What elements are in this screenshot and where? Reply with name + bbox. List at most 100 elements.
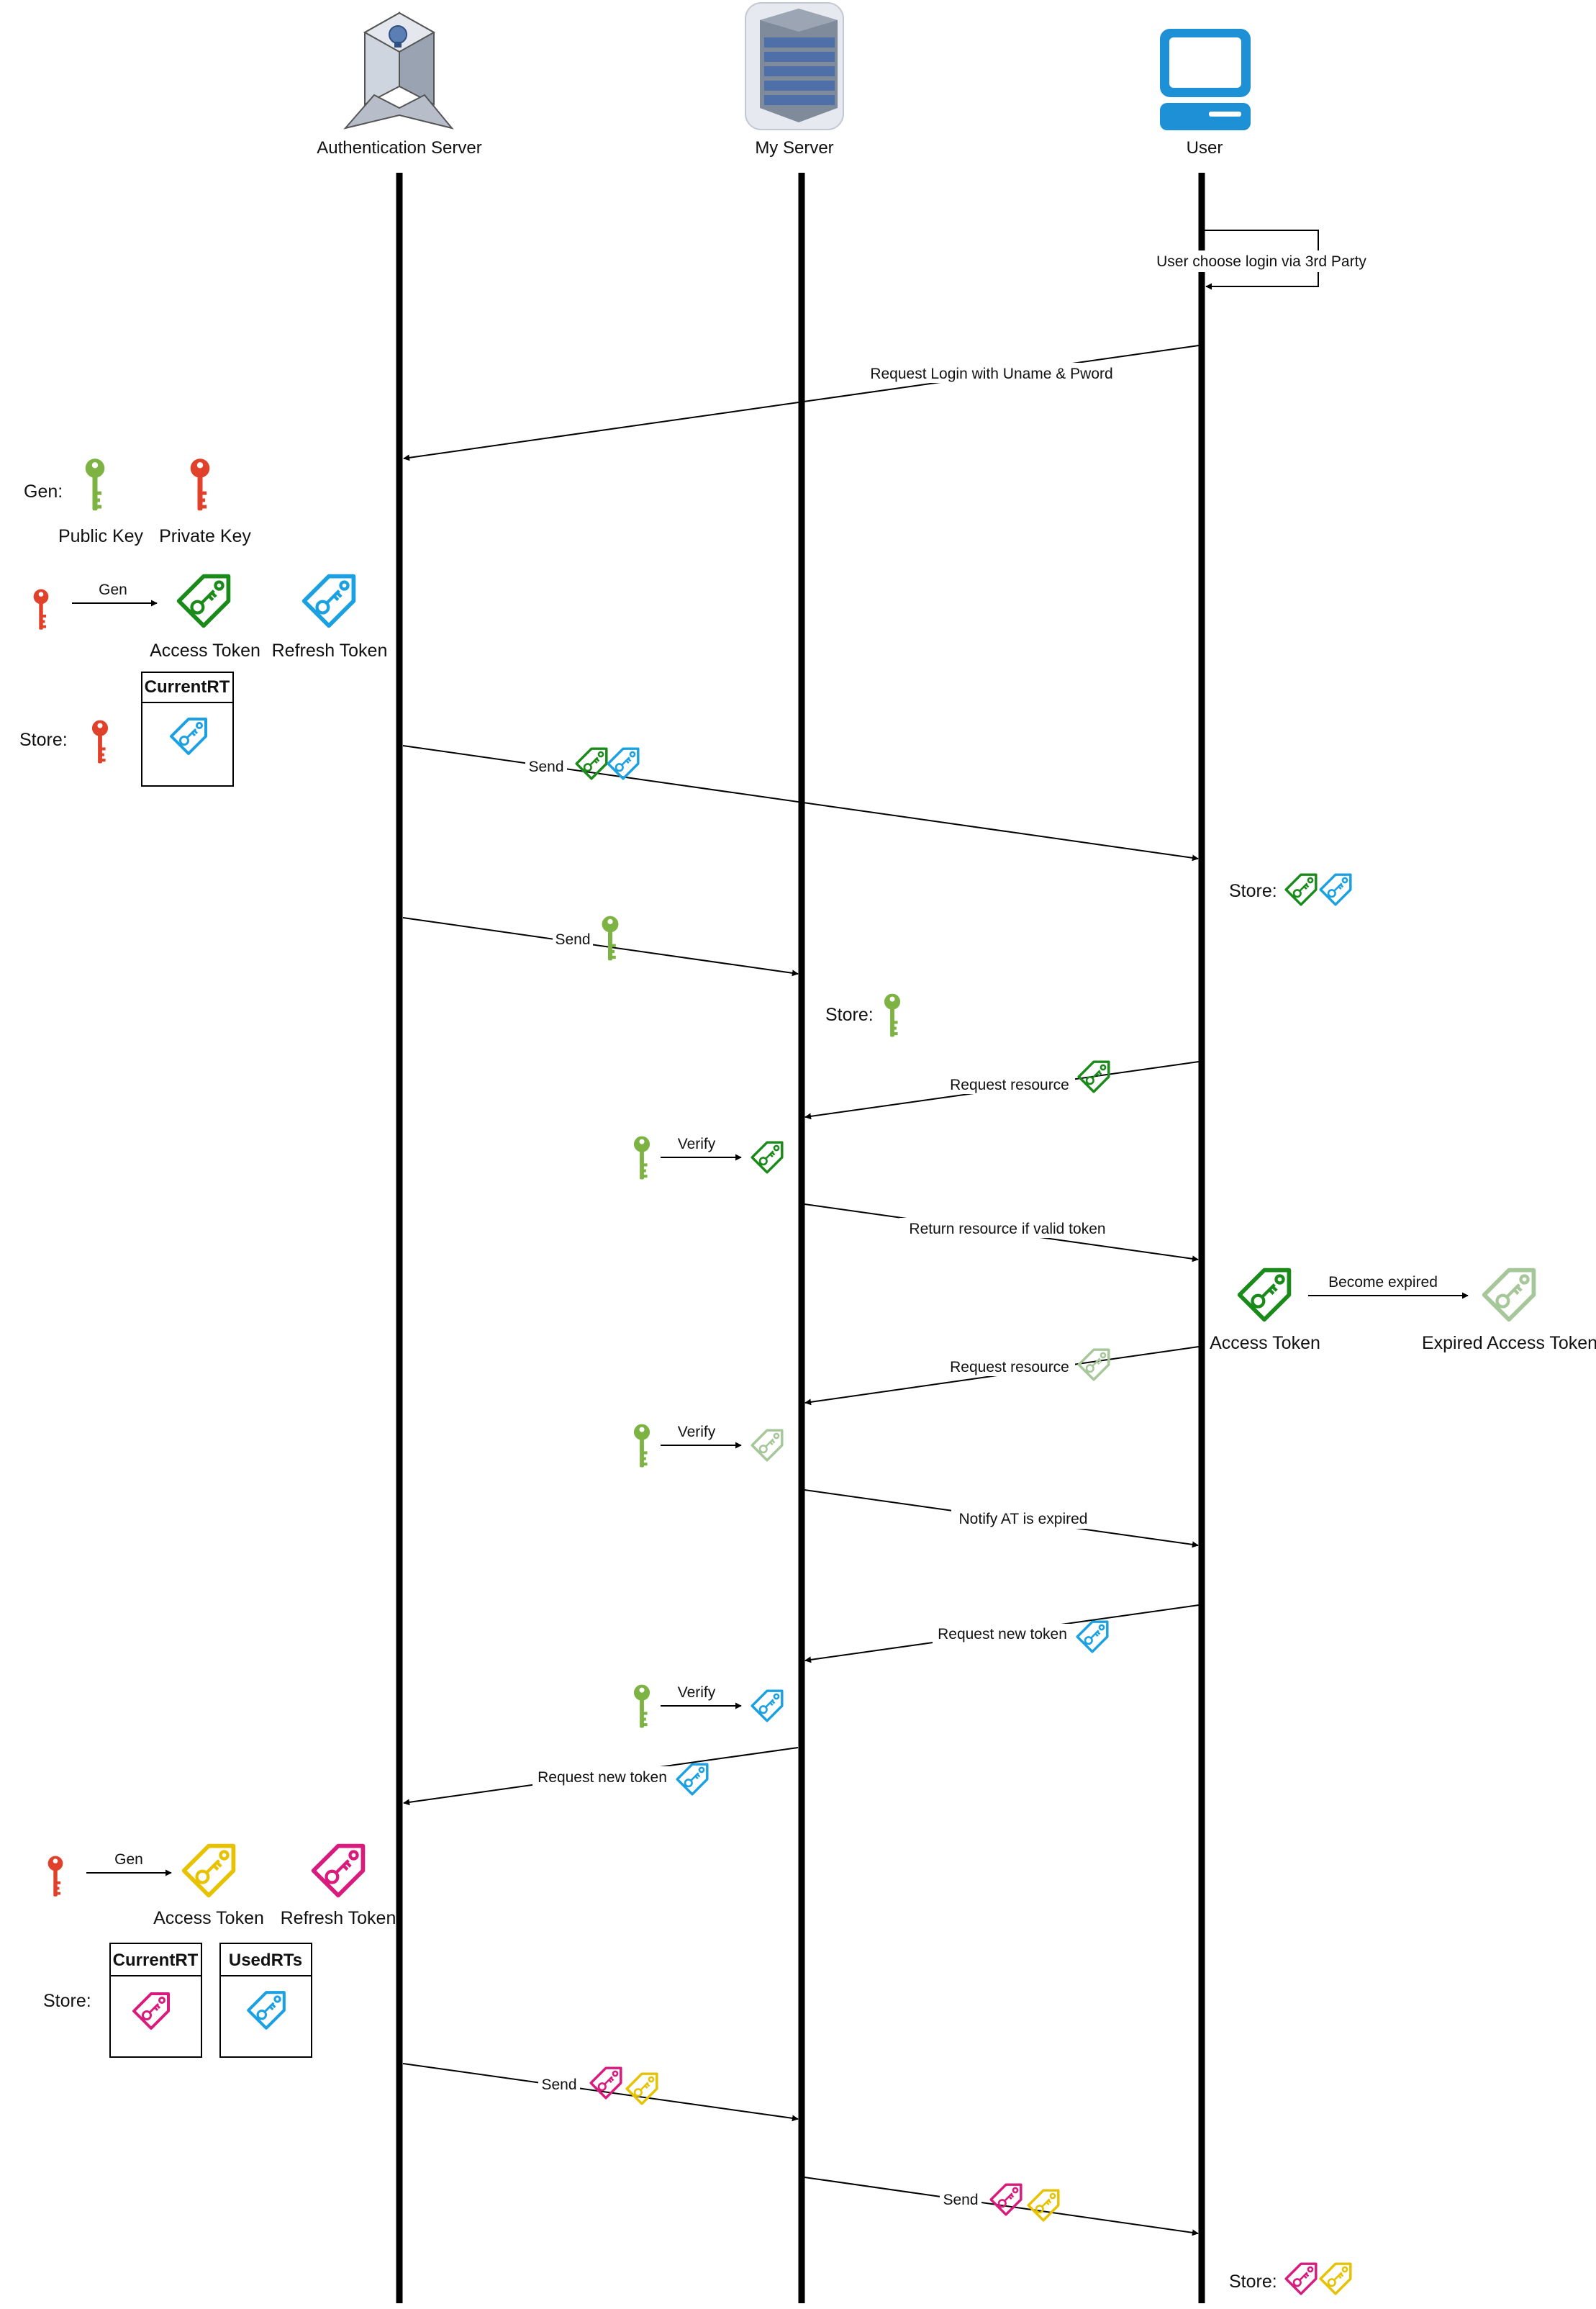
access-token-icon bbox=[1077, 1060, 1110, 1093]
user-store-note-2: Store: bbox=[1229, 2262, 1352, 2295]
current-rt-box: CurrentRT bbox=[141, 672, 234, 787]
auth-store-note-2: Store: CurrentRT UsedRTs bbox=[43, 1943, 312, 2058]
auth-gen-tokens-note-2: Gen Access Token Refresh Token bbox=[47, 1846, 396, 1928]
authentication-server-icon bbox=[343, 12, 454, 130]
message-request-login-label: Request Login with Uname & Pword bbox=[870, 366, 1112, 382]
used-rts-title: UsedRTs bbox=[229, 1951, 302, 1970]
message-request-new-token-user-label: Request new token bbox=[938, 1626, 1067, 1642]
user-expiry-note: Become expired Access Token Expired Acce… bbox=[1210, 1270, 1596, 1353]
message-request-resource-2: Request resource bbox=[804, 1346, 1200, 1406]
new-refresh-token-icon bbox=[989, 2183, 1023, 2216]
message-return-resource-label: Return resource if valid token bbox=[909, 1221, 1105, 1237]
gen-label: Gen: bbox=[24, 482, 63, 502]
user-store-note-1: Store: bbox=[1229, 873, 1352, 906]
verify-label-1: Verify bbox=[678, 1136, 716, 1152]
access-token-icon bbox=[179, 577, 229, 626]
message-send-tokens-2: Send bbox=[402, 2063, 799, 2122]
refresh-token-label-2: Refresh Token bbox=[281, 1908, 396, 1928]
message-request-login: Request Login with Uname & Pword bbox=[403, 345, 1200, 461]
current-rt-title: CurrentRT bbox=[145, 677, 230, 697]
server-store-label: Store: bbox=[825, 1005, 874, 1025]
message-request-resource-1-label: Request resource bbox=[950, 1077, 1069, 1093]
private-key-icon bbox=[91, 720, 109, 764]
public-key-icon bbox=[633, 1684, 650, 1728]
verify-label-3: Verify bbox=[678, 1684, 716, 1701]
participant-user-label: User bbox=[1187, 138, 1223, 158]
message-notify-expired: Notify AT is expired bbox=[804, 1489, 1199, 1548]
private-key-icon bbox=[190, 458, 210, 511]
refresh-token-icon bbox=[304, 577, 354, 626]
message-return-resource: Return resource if valid token bbox=[804, 1203, 1199, 1262]
auth-store-note: Store: CurrentRT bbox=[19, 672, 234, 787]
message-send-tokens-1-label: Send bbox=[528, 759, 563, 775]
my-server-header: My Server bbox=[745, 2, 844, 158]
server-rack-icon bbox=[745, 2, 844, 130]
expired-access-token-label: Expired Access Token bbox=[1422, 1333, 1596, 1353]
participant-server-label: My Server bbox=[755, 138, 833, 158]
user-header: User bbox=[1160, 29, 1251, 158]
expired-token-icon bbox=[1077, 1348, 1110, 1381]
server-store-note: Store: bbox=[825, 993, 901, 1037]
message-send-tokens-3: Send bbox=[804, 2177, 1199, 2236]
message-send-tokens-2-label: Send bbox=[541, 2077, 576, 2093]
message-request-resource-1: Request resource bbox=[804, 1060, 1200, 1120]
private-key-icon bbox=[33, 589, 49, 630]
public-key-label: Public Key bbox=[58, 526, 144, 546]
new-access-token-icon bbox=[1319, 2262, 1352, 2295]
server-verify-note-1: Verify bbox=[633, 1136, 784, 1180]
expired-token-icon bbox=[751, 1429, 784, 1462]
refresh-token-icon bbox=[676, 1763, 709, 1796]
message-send-public-key: Send bbox=[402, 916, 799, 977]
public-key-icon bbox=[633, 1136, 650, 1180]
store-label: Store: bbox=[19, 730, 68, 750]
new-access-token-icon bbox=[1027, 2189, 1060, 2222]
public-key-icon bbox=[602, 916, 619, 961]
refresh-token-icon bbox=[1076, 1620, 1109, 1653]
new-access-token-icon bbox=[184, 1846, 234, 1896]
private-key-label: Private Key bbox=[159, 526, 251, 546]
auth-server-header: Authentication Server bbox=[317, 12, 482, 158]
user-store-label-1: Store: bbox=[1229, 881, 1277, 901]
used-rts-box: UsedRTs bbox=[219, 1943, 312, 2058]
current-rt-box-2: CurrentRT bbox=[109, 1943, 202, 2058]
public-key-icon bbox=[884, 993, 901, 1037]
current-rt-title-2: CurrentRT bbox=[113, 1951, 199, 1970]
store-label-2: Store: bbox=[43, 1991, 91, 2011]
access-token-label-2: Access Token bbox=[153, 1908, 264, 1928]
message-send-tokens-3-label: Send bbox=[943, 2192, 978, 2208]
refresh-token-icon bbox=[607, 747, 640, 780]
participant-auth-label: Authentication Server bbox=[317, 138, 481, 158]
message-request-new-token-server: Request new token bbox=[403, 1747, 799, 1806]
message-request-new-token-server-label: Request new token bbox=[538, 1769, 667, 1786]
refresh-token-icon bbox=[751, 1689, 784, 1722]
access-token-icon bbox=[751, 1141, 784, 1174]
message-request-new-token-user: Request new token bbox=[804, 1604, 1200, 1663]
message-send-public-key-label: Send bbox=[555, 931, 590, 948]
message-self-login-label: User choose login via 3rd Party bbox=[1156, 253, 1366, 270]
server-verify-note-3: Verify bbox=[633, 1684, 784, 1728]
message-request-resource-2-label: Request resource bbox=[950, 1359, 1069, 1375]
user-access-token-label: Access Token bbox=[1210, 1333, 1320, 1353]
expired-token-icon bbox=[1484, 1270, 1534, 1320]
message-self-login: User choose login via 3rd Party bbox=[1150, 230, 1373, 290]
new-refresh-token-icon bbox=[1284, 2262, 1318, 2295]
public-key-icon bbox=[85, 458, 105, 511]
auth-gen-keys-note: Gen: Public Key Private Key bbox=[24, 458, 251, 546]
message-notify-expired-label: Notify AT is expired bbox=[959, 1511, 1088, 1527]
gen-arrow-label-2: Gen bbox=[114, 1851, 143, 1868]
server-verify-note-2: Verify bbox=[633, 1424, 784, 1468]
refresh-token-icon bbox=[1319, 873, 1352, 906]
public-key-icon bbox=[633, 1424, 650, 1468]
user-store-label-2: Store: bbox=[1229, 2272, 1277, 2292]
verify-label-2: Verify bbox=[678, 1424, 716, 1440]
message-send-tokens-1: Send bbox=[402, 745, 1199, 862]
private-key-icon bbox=[47, 1856, 63, 1897]
access-token-icon bbox=[1240, 1270, 1289, 1320]
gen-arrow-label: Gen bbox=[99, 582, 127, 598]
access-token-icon bbox=[1284, 873, 1318, 906]
new-refresh-token-icon bbox=[314, 1846, 363, 1896]
auth-gen-tokens-note: Gen Access Token Refresh Token bbox=[33, 577, 387, 661]
computer-monitor-icon bbox=[1160, 29, 1251, 130]
access-token-label: Access Token bbox=[150, 641, 260, 661]
